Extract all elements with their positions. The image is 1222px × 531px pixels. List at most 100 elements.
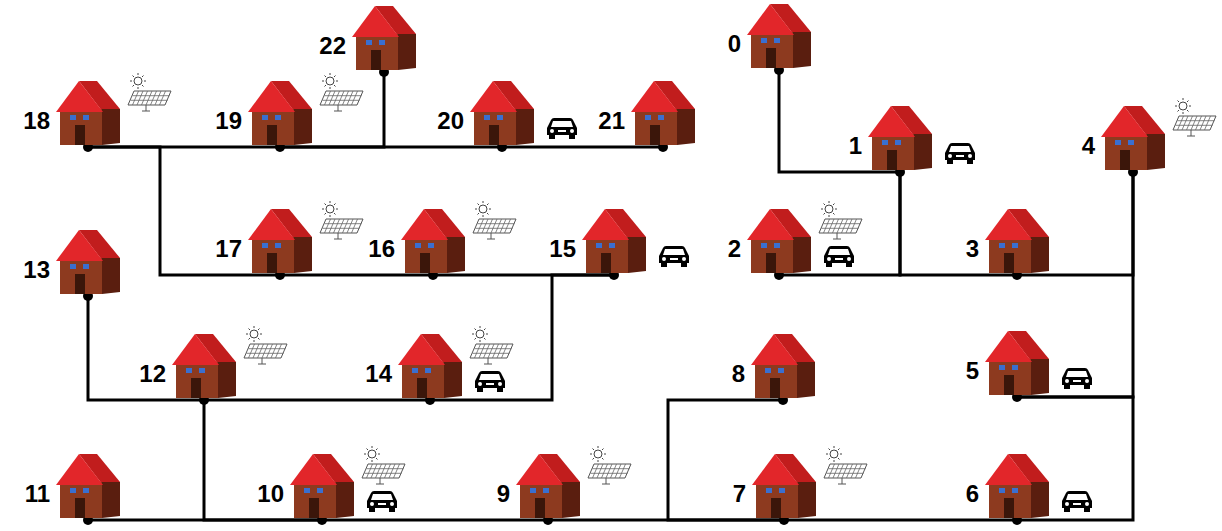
house-number: 20: [437, 109, 464, 133]
house-node: 10: [290, 452, 354, 520]
house-node: 0: [747, 2, 811, 70]
house-number: 15: [549, 237, 576, 261]
power-line: [88, 146, 280, 149]
house-node: 18: [56, 79, 120, 147]
power-line: [430, 275, 614, 400]
car-icon: [1062, 368, 1092, 389]
house-number: 12: [139, 362, 166, 386]
house-number: 3: [966, 237, 979, 261]
solar-panel-icon: [244, 326, 287, 364]
house-number: 1: [849, 134, 862, 158]
car-icon: [367, 491, 397, 512]
house-number: 19: [215, 109, 242, 133]
car-icon: [547, 118, 577, 139]
house-shape: [56, 228, 120, 296]
house-number: 13: [23, 258, 50, 282]
house-node: 12: [172, 332, 236, 400]
house-node: 21: [631, 79, 695, 147]
house-node: 6: [985, 452, 1049, 520]
solar-panel-icon: [824, 446, 867, 484]
power-line: [280, 146, 502, 149]
power-line: [280, 274, 433, 277]
house-number: 11: [25, 482, 50, 506]
house-number: 21: [598, 109, 625, 133]
house-number: 10: [257, 482, 284, 506]
house-shape: [470, 79, 534, 147]
house-shape: [985, 329, 1049, 397]
house-number: 18: [23, 109, 50, 133]
car-icon: [659, 246, 689, 267]
car-icon: [475, 371, 505, 392]
house-number: 8: [732, 362, 745, 386]
house-shape: [352, 4, 416, 72]
house-node: 15: [582, 207, 646, 275]
house-node: 7: [752, 452, 816, 520]
house-node: 22: [352, 4, 416, 72]
house-node: 11: [56, 452, 120, 520]
house-shape: [747, 207, 811, 275]
car-icon: [824, 246, 854, 267]
solar-panel-icon: [362, 446, 405, 484]
house-node: 14: [398, 332, 462, 400]
solar-panel-icon: [320, 201, 363, 239]
house-shape: [751, 332, 815, 400]
house-node: 20: [470, 79, 534, 147]
house-shape: [56, 79, 120, 147]
power-line: [502, 146, 663, 149]
house-node: 17: [248, 207, 312, 275]
house-shape: [248, 207, 312, 275]
house-node: 16: [401, 207, 465, 275]
solar-panel-icon: [470, 326, 513, 364]
house-number: 14: [365, 362, 392, 386]
solar-panel-icon: [473, 201, 516, 239]
house-shape: [516, 452, 580, 520]
house-shape: [747, 2, 811, 70]
house-shape: [985, 452, 1049, 520]
solar-panel-icon: [819, 201, 862, 239]
house-shape: [398, 332, 462, 400]
house-number: 16: [368, 237, 395, 261]
house-shape: [290, 452, 354, 520]
house-node: 5: [985, 329, 1049, 397]
house-node: 4: [1101, 104, 1165, 172]
house-node: 19: [248, 79, 312, 147]
house-number: 7: [733, 482, 746, 506]
house-shape: [985, 207, 1049, 275]
power-line: [280, 72, 384, 147]
power-line: [1017, 172, 1133, 397]
house-node: 1: [868, 104, 932, 172]
house-number: 2: [728, 237, 741, 261]
power-line: [784, 519, 1017, 522]
house-node: 8: [751, 332, 815, 400]
power-line: [88, 519, 322, 522]
house-number: 17: [215, 237, 242, 261]
power-line: [204, 399, 430, 402]
power-line: [322, 519, 548, 522]
house-shape: [631, 79, 695, 147]
house-shape: [582, 207, 646, 275]
power-line: [1017, 397, 1133, 520]
power-line: [433, 274, 614, 277]
house-shape: [752, 452, 816, 520]
house-number: 22: [319, 34, 346, 58]
car-icon: [945, 143, 975, 164]
house-node: 13: [56, 228, 120, 296]
house-shape: [401, 207, 465, 275]
house-shape: [868, 104, 932, 172]
house-number: 4: [1082, 134, 1095, 158]
house-number: 6: [966, 482, 979, 506]
solar-panel-icon: [128, 73, 171, 111]
solar-panel-icon: [588, 446, 631, 484]
house-shape: [56, 452, 120, 520]
house-number: 0: [728, 32, 741, 56]
house-node: 3: [985, 207, 1049, 275]
house-number: 9: [497, 482, 510, 506]
house-shape: [248, 79, 312, 147]
house-shape: [172, 332, 236, 400]
solar-panel-icon: [1173, 98, 1216, 136]
house-node: 2: [747, 207, 811, 275]
car-icon: [1062, 491, 1092, 512]
house-node: 9: [516, 452, 580, 520]
